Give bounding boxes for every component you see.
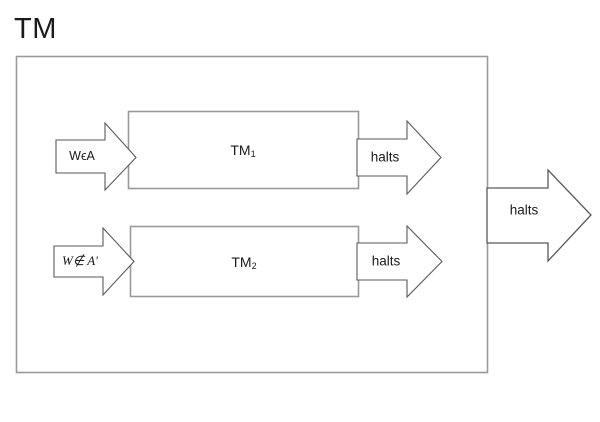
tm1-label-text: TM (230, 142, 251, 158)
input-arrow-1-label: WϵA (69, 149, 95, 163)
output-arrow-tm2[interactable] (356, 224, 443, 299)
input-arrow-2-label: W∉ A′ (62, 253, 98, 268)
input-arrow-1[interactable] (55, 121, 137, 192)
output-arrow-main-label: halts (509, 202, 539, 218)
output-arrow-tm2-label: halts (371, 253, 401, 269)
tm2-block[interactable] (129, 225, 360, 298)
outer-tm-box (15, 55, 489, 374)
tm2-label-subscript: 2 (251, 261, 257, 271)
input-arrow-2[interactable] (53, 226, 135, 297)
output-arrow-tm1-label: halts (370, 149, 400, 165)
tm1-label: TM1 (230, 142, 256, 159)
output-arrow-main[interactable] (486, 168, 592, 263)
diagram-title: TM (14, 13, 57, 45)
output-arrow-tm1[interactable] (356, 119, 442, 196)
tm1-label-subscript: 1 (250, 149, 256, 159)
tm2-label-text: TM (231, 254, 252, 270)
tm1-block[interactable] (127, 110, 360, 190)
tm2-label: TM2 (231, 254, 257, 271)
